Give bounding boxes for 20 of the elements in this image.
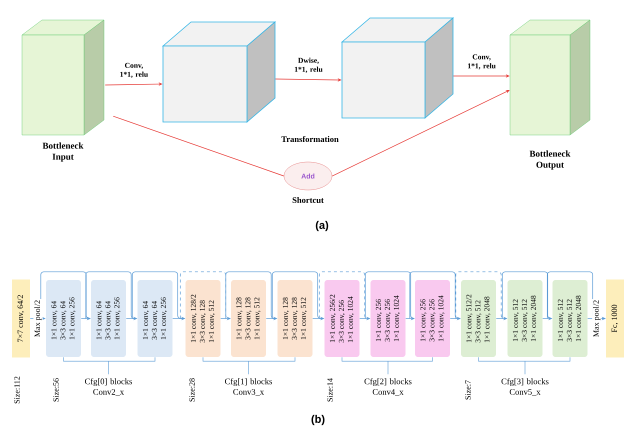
size-label: Size:112 bbox=[14, 376, 20, 404]
size-label: Size:28 bbox=[189, 378, 195, 402]
size-label: Size:14 bbox=[327, 378, 333, 402]
size-label: Size:7 bbox=[465, 380, 471, 400]
node-label: Bottleneck Output bbox=[530, 150, 570, 170]
stage-label: Cfg[0] blocks Conv2_x bbox=[85, 378, 132, 396]
layer-box: 7×7 conv, 64/2 bbox=[12, 280, 30, 358]
size-label: Size:56 bbox=[53, 378, 59, 402]
panel-label: (b) bbox=[312, 414, 324, 426]
panel-label: (a) bbox=[316, 220, 328, 232]
edge-label: Max pool/2 bbox=[592, 298, 602, 338]
text-label: Transformation bbox=[281, 136, 339, 142]
edge-label: Max pool/2 bbox=[33, 298, 43, 338]
stage-label: Cfg[1] blocks Conv3_x bbox=[225, 378, 272, 396]
node-caption: Shortcut bbox=[292, 197, 324, 203]
connector-line bbox=[112, 116, 284, 176]
node-label: Bottleneck Input bbox=[42, 142, 84, 162]
stage-label: Cfg[3] blocks Conv5_x bbox=[502, 378, 549, 396]
layer-box: Fc, 1000 bbox=[606, 280, 624, 358]
stage-label: Cfg[2] blocks Conv4_x bbox=[364, 378, 412, 396]
